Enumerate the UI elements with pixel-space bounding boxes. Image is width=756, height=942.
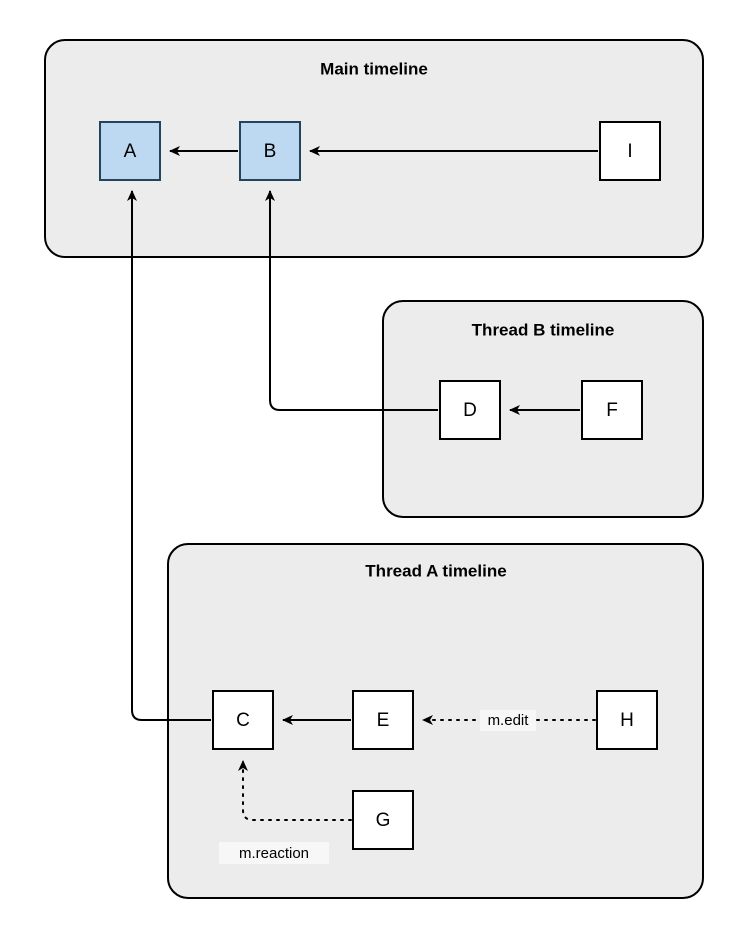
node-e-box[interactable] bbox=[352, 690, 414, 750]
node-b[interactable]: B bbox=[239, 121, 301, 181]
node-i-label: I bbox=[627, 141, 632, 162]
node-d-box[interactable] bbox=[439, 380, 501, 440]
container-thread-a-timeline-title: Thread A timeline bbox=[365, 561, 506, 580]
edge-label-m-edit: m.edit bbox=[480, 710, 536, 731]
node-b-box[interactable] bbox=[239, 121, 301, 181]
node-d-label: D bbox=[463, 400, 477, 421]
node-e-label: E bbox=[377, 710, 390, 731]
edge-label-m-reaction-text: m.reaction bbox=[239, 845, 309, 862]
node-g-label: G bbox=[376, 810, 391, 831]
node-a[interactable]: A bbox=[99, 121, 161, 181]
edge-label-m-reaction-bg bbox=[219, 842, 329, 864]
node-f-box[interactable] bbox=[581, 380, 643, 440]
edge-d-to-b bbox=[265, 190, 438, 411]
edge-label-m-edit-text: m.edit bbox=[488, 712, 530, 729]
container-main-timeline: Main timeline bbox=[44, 39, 704, 258]
edge-labels-layer: m.edit m.reaction bbox=[219, 710, 536, 864]
nodes-layer: A B I D F C bbox=[99, 121, 661, 850]
edge-label-m-edit-bg bbox=[480, 710, 536, 731]
node-c[interactable]: C bbox=[212, 690, 274, 750]
node-g-box[interactable] bbox=[352, 790, 414, 850]
container-thread-b-timeline-title: Thread B timeline bbox=[472, 320, 615, 339]
edge-g-to-c-m-reaction bbox=[238, 760, 352, 821]
edges-layer bbox=[127, 146, 598, 821]
node-e[interactable]: E bbox=[352, 690, 414, 750]
container-main-timeline-box bbox=[44, 39, 704, 258]
node-f[interactable]: F bbox=[581, 380, 643, 440]
node-d[interactable]: D bbox=[439, 380, 501, 440]
node-b-label: B bbox=[264, 141, 277, 162]
node-i[interactable]: I bbox=[599, 121, 661, 181]
edge-label-m-reaction: m.reaction bbox=[219, 842, 329, 864]
node-h-label: H bbox=[620, 710, 634, 731]
node-i-box[interactable] bbox=[599, 121, 661, 181]
node-g[interactable]: G bbox=[352, 790, 414, 850]
node-a-box[interactable] bbox=[99, 121, 161, 181]
node-h-box[interactable] bbox=[596, 690, 658, 750]
edge-c-to-a bbox=[127, 190, 211, 721]
container-main-timeline-title: Main timeline bbox=[320, 59, 428, 78]
node-c-label: C bbox=[236, 710, 250, 731]
node-f-label: F bbox=[606, 400, 618, 421]
node-h[interactable]: H bbox=[596, 690, 658, 750]
node-a-label: A bbox=[124, 141, 137, 162]
node-c-box[interactable] bbox=[212, 690, 274, 750]
